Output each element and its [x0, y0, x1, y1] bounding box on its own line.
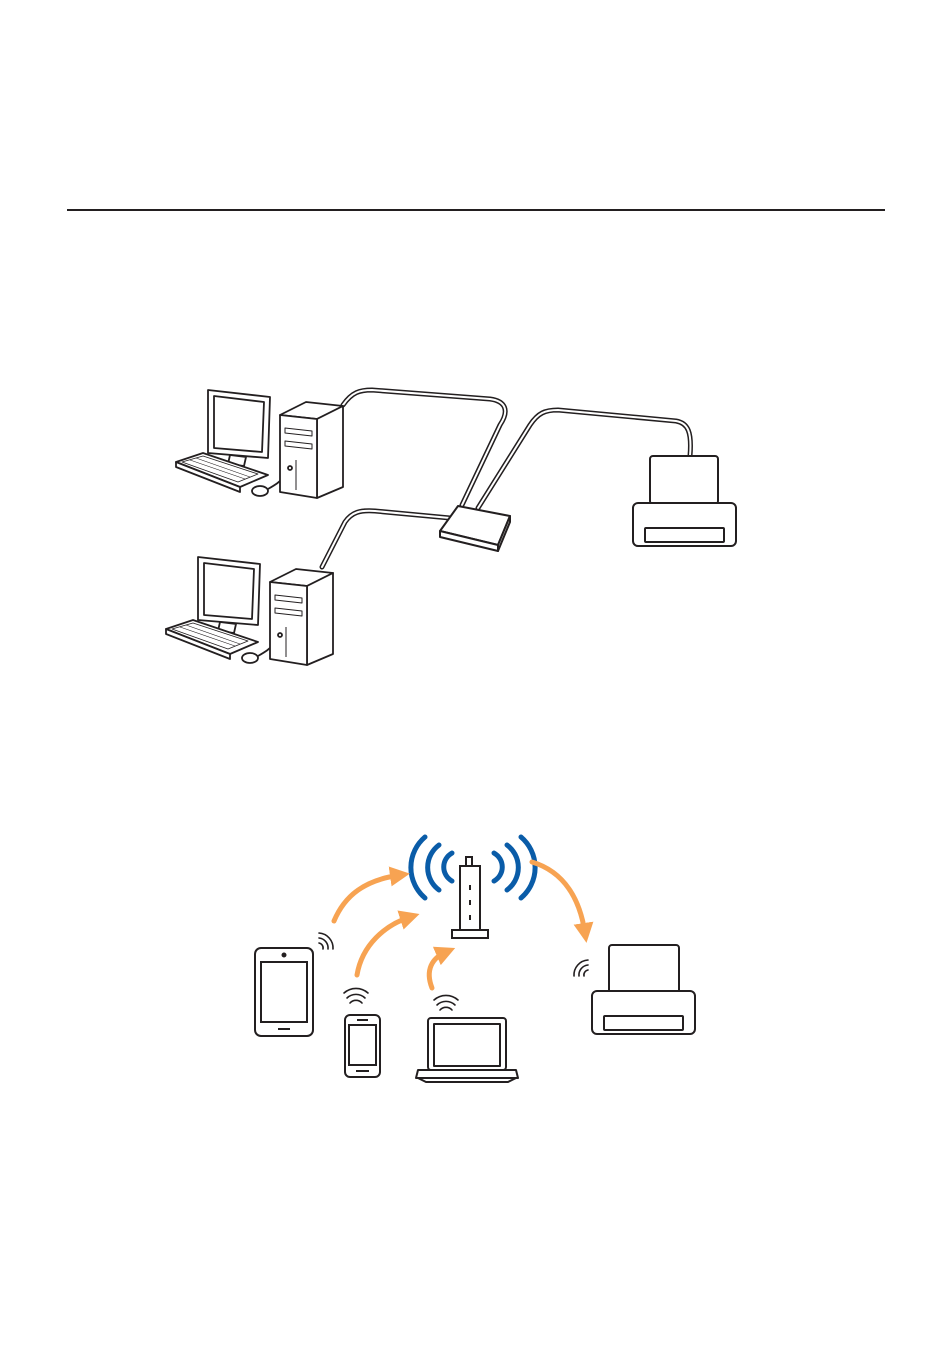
- network-hub-icon: [440, 506, 510, 551]
- desktop-computer-icon: [176, 390, 343, 498]
- tablet-icon: [255, 948, 313, 1036]
- wireless-network-figure: [0, 820, 950, 1090]
- arrow-router-printer: [532, 862, 585, 933]
- wired-network-diagram: [0, 370, 950, 680]
- printer-icon: [592, 945, 695, 1034]
- tablet-wifi-icon: [319, 933, 333, 949]
- printer-wifi-icon: [574, 960, 588, 976]
- laptop-wifi-icon: [434, 995, 458, 1010]
- arrow-tablet-router: [334, 875, 400, 921]
- desktop-computer-icon: [166, 557, 333, 665]
- laptop-icon: [416, 1018, 518, 1082]
- cable-computer2-hub: [322, 511, 450, 567]
- wired-network-figure: [0, 370, 950, 680]
- arrow-laptop-router: [429, 952, 446, 988]
- printer-icon: [633, 456, 736, 546]
- smartphone-icon: [345, 1015, 380, 1077]
- phone-wifi-icon: [344, 988, 368, 1003]
- wireless-router-icon: [411, 837, 535, 938]
- arrow-phone-router: [357, 917, 410, 975]
- wireless-network-diagram: [0, 820, 950, 1090]
- cable-computer1-hub: [343, 390, 505, 505]
- horizontal-rule: [67, 209, 885, 211]
